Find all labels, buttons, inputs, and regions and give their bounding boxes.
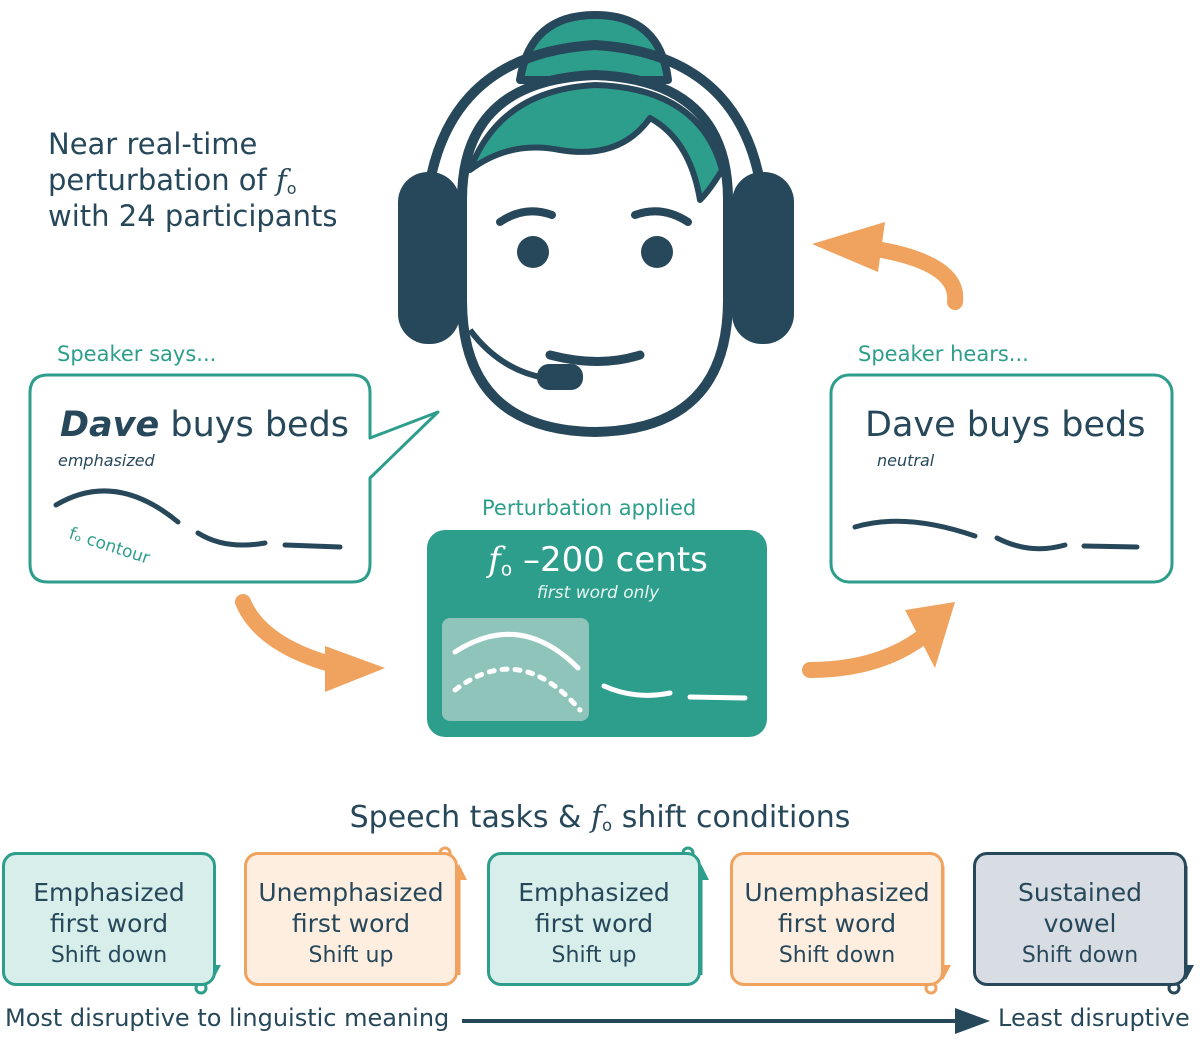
sentence-rest: buys beds [159, 405, 350, 445]
neutral-contour [852, 518, 1140, 552]
listener-head-icon [398, 11, 794, 438]
speaker-hears-caption: Speaker hears... [858, 342, 1029, 366]
task-shift: Shift down [1021, 943, 1139, 968]
most-disruptive-label: Most disruptive to linguistic meaning [5, 1004, 450, 1032]
tasks-title: Speech tasks & fo shift conditions [0, 800, 1200, 835]
cents-value: –200 cents [512, 540, 708, 580]
speaker-hears-box [829, 373, 1174, 584]
f0-symbol: f [275, 163, 287, 197]
emphasized-word: Dave [60, 405, 160, 445]
speaker-says-caption: Speaker says... [57, 342, 217, 366]
task-card: Unemphasized first word Shift up [244, 852, 458, 986]
perturbation-amount: fo –200 cents [428, 540, 768, 581]
task-shift: Shift down [50, 943, 168, 968]
title-line-3: with 24 participants [48, 199, 338, 233]
task-shift: Shift up [308, 943, 394, 968]
task-line-1: Emphasized [33, 878, 185, 907]
task-shift: Shift up [551, 943, 637, 968]
arrowhead-icon [325, 222, 955, 692]
first-word-only-note: first word only [536, 583, 660, 603]
f0-symbol: f [590, 800, 603, 835]
task-line-1: Unemphasized [258, 878, 444, 907]
task-card: Emphasized first word Shift down [2, 852, 216, 986]
task-line-1: Emphasized [518, 878, 670, 907]
task-card: Sustained vowel Shift down [973, 852, 1187, 986]
task-shift: Shift down [778, 943, 896, 968]
tasks-title-prefix: Speech tasks & [349, 800, 591, 835]
task-line-2: first word [777, 909, 897, 938]
perturbed-contour [452, 631, 748, 713]
title-line-1: Near real-time [48, 127, 258, 161]
f0-subscript: o [602, 816, 613, 836]
disruption-scale-arrow [462, 1008, 990, 1034]
task-card: Emphasized first word Shift up [487, 852, 701, 986]
f0-symbol: f [488, 540, 501, 580]
task-line-2: first word [534, 909, 654, 938]
speaker-says-bubble [28, 373, 440, 584]
speaker-says-sentence: Dave buys beds [60, 405, 349, 445]
emphasized-note: emphasized [58, 451, 155, 470]
f0-subscript: o [286, 178, 297, 198]
task-line-2: vowel [1043, 909, 1117, 938]
title-line-2-text: perturbation of [48, 163, 276, 197]
title-line-2: perturbation of fo [48, 162, 296, 207]
task-line-1: Sustained [1018, 878, 1142, 907]
task-card: Unemphasized first word Shift down [730, 852, 944, 986]
perturbation-caption: Perturbation applied [482, 496, 697, 520]
speaker-hears-sentence: Dave buys beds [865, 405, 1146, 445]
tasks-title-suffix: shift conditions [612, 800, 851, 835]
emphasized-contour [53, 488, 343, 550]
task-line-2: first word [291, 909, 411, 938]
task-line-1: Unemphasized [744, 878, 930, 907]
task-line-2: first word [49, 909, 169, 938]
f0-subscript: o [500, 559, 513, 581]
least-disruptive-label: Least disruptive [998, 1004, 1190, 1032]
neutral-note: neutral [877, 451, 935, 470]
